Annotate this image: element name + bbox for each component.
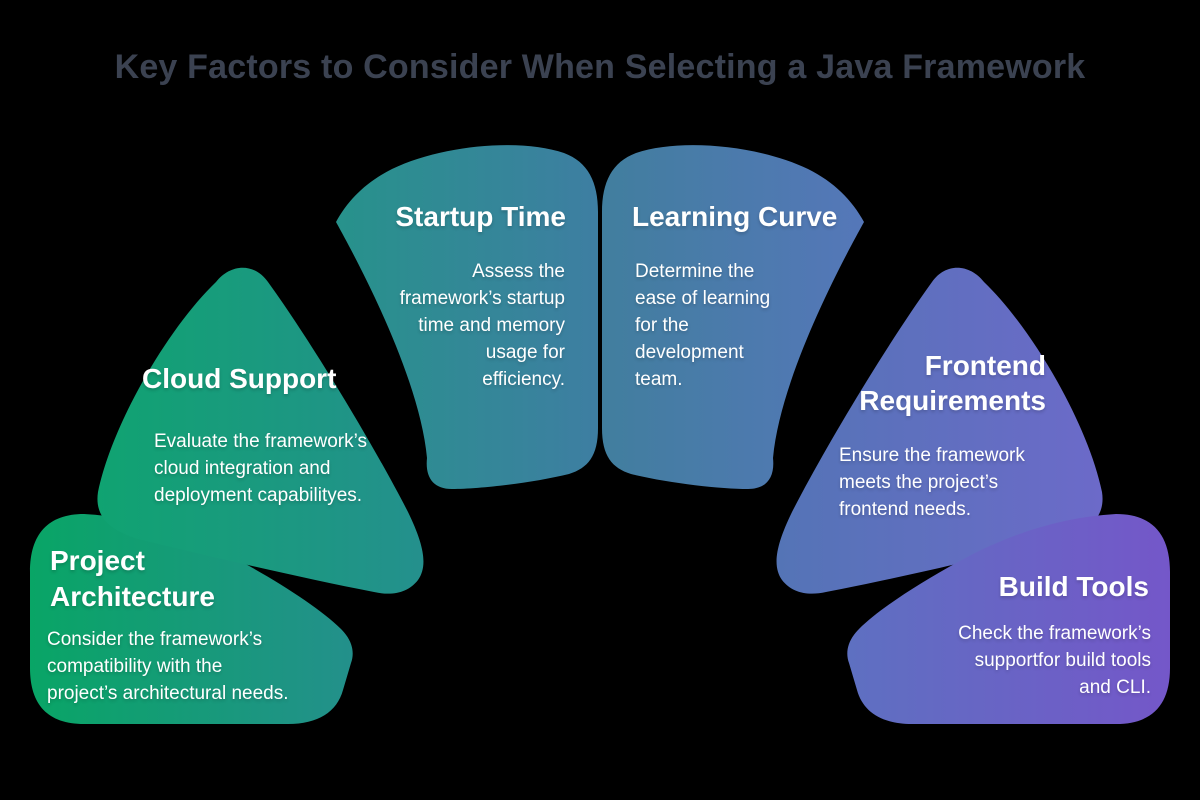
petal-shape-project-architecture (30, 514, 353, 724)
petal-shape-frontend-requirements (776, 267, 1103, 594)
petal-title-build-tools: Build Tools (998, 571, 1149, 602)
petal-body-cloud-support: Evaluate the framework’s cloud integrati… (154, 431, 367, 506)
petal-body-learning-curve: Determine the ease of learning for the d… (635, 261, 771, 390)
page-title: Key Factors to Consider When Selecting a… (114, 48, 1086, 86)
petal-shape-cloud-support (97, 267, 424, 594)
petal-title-frontend-requirements: Frontend Requirements (859, 350, 1046, 416)
petal-body-build-tools: Check the framework’s supportfor build t… (958, 623, 1151, 698)
petal-title-learning-curve: Learning Curve (632, 201, 838, 232)
petal-title-cloud-support: Cloud Support (142, 363, 337, 394)
petal-title-startup-time: Startup Time (395, 201, 566, 232)
petal-shape-startup-time (336, 145, 598, 489)
petal-title-project-architecture: Project Architecture (50, 545, 215, 612)
petal-shape-build-tools (847, 514, 1170, 724)
petal-shape-learning-curve (602, 145, 864, 489)
petal-body-frontend-requirements: Ensure the framework meets the project’s… (839, 445, 1025, 520)
petal-body-startup-time: Assess the framework’s startup time and … (399, 261, 565, 390)
petal-body-project-architecture: Consider the framework’s compatibility w… (47, 629, 289, 704)
